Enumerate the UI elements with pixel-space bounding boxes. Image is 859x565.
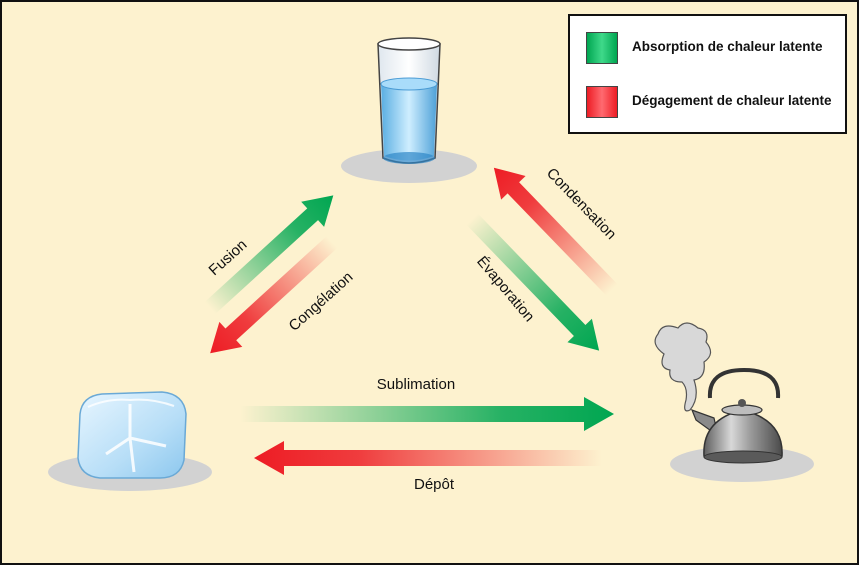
label-depot: Dépôt <box>414 476 455 493</box>
arrow-sublimation <box>240 397 614 431</box>
ice-cube-icon <box>77 391 187 479</box>
arrow-depot <box>254 441 602 475</box>
arrow-condensation <box>493 167 618 296</box>
legend-swatch-absorption <box>586 32 618 64</box>
legend-label-absorption: Absorption de chaleur latente <box>632 39 823 54</box>
arrow-fusion <box>204 195 334 314</box>
legend: Absorption de chaleur latente Dégagement… <box>568 14 847 134</box>
arrow-congelation <box>210 236 338 354</box>
legend-label-release: Dégagement de chaleur latente <box>632 93 832 108</box>
label-sublimation: Sublimation <box>377 376 455 393</box>
arrow-evaporation <box>466 213 600 351</box>
steaming-kettle-icon <box>654 322 783 464</box>
glass-plate <box>341 149 477 183</box>
water-glass-icon <box>377 37 441 164</box>
legend-swatch-release <box>586 86 618 118</box>
